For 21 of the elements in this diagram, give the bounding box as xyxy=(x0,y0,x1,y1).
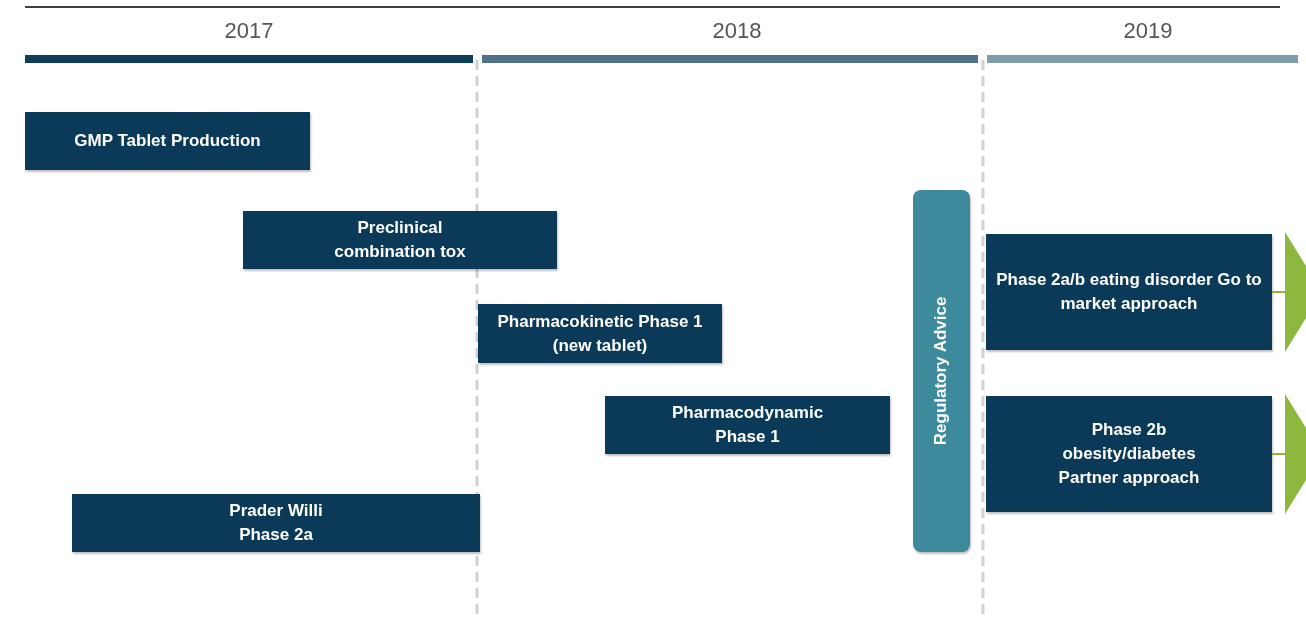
task-bar xyxy=(72,494,480,552)
task-bar xyxy=(25,112,310,170)
task-label: Pharmacodynamic Phase 1 xyxy=(670,402,825,448)
task-label: Pharmacokinetic Phase 1 (new tablet) xyxy=(496,310,704,357)
task-label: Preclinical combination tox xyxy=(333,217,467,263)
arrow xyxy=(1272,232,1306,352)
task-label: GMP Tablet Production xyxy=(74,130,261,153)
task-bar xyxy=(243,211,557,269)
milestone-bar xyxy=(913,190,970,552)
arrow xyxy=(1272,394,1306,514)
year-label: 2018 xyxy=(712,18,762,44)
task-label: Phase 2a/b eating disorder Go to market approach xyxy=(995,269,1263,315)
task-label: Prader Willi Phase 2a xyxy=(228,500,324,546)
task-bar xyxy=(986,234,1272,350)
task-bar xyxy=(986,396,1272,512)
year-label: 2019 xyxy=(1123,18,1173,44)
task-label: Regulatory Advice xyxy=(930,296,952,446)
year-label: 2017 xyxy=(224,18,274,44)
task-bar xyxy=(478,304,722,363)
task-label: Phase 2b obesity/diabetes Partner approach xyxy=(1057,419,1201,489)
task-bar xyxy=(605,396,890,454)
